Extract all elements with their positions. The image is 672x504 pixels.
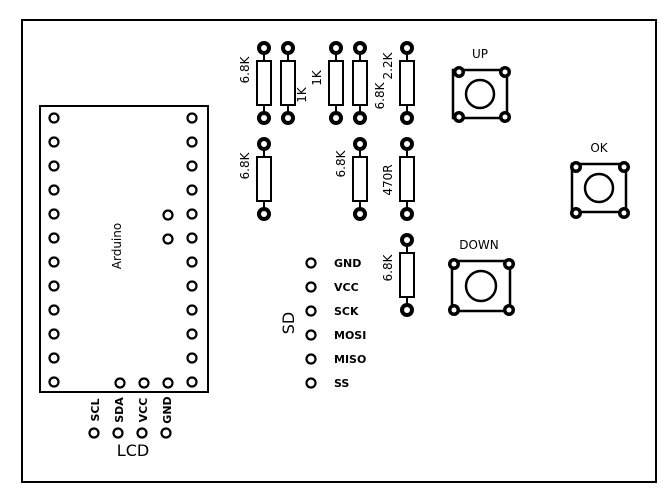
arduino-pin	[186, 304, 198, 316]
sd-pin-label-ss: SS	[334, 377, 349, 390]
sd-pin-label-gnd: GND	[334, 257, 361, 270]
resistor-r1: 6.8K	[238, 41, 272, 125]
arduino-pin	[162, 233, 174, 245]
sd-pin-label-sck: SCK	[334, 305, 359, 318]
resistor-r4: 6.8K	[352, 41, 387, 125]
lcd-pin-label-sda: SDA	[113, 397, 126, 423]
lcd-top-pins	[114, 377, 174, 389]
resistor-r9-value: 470R	[381, 164, 395, 195]
sd-pin-label-miso: MISO	[334, 353, 366, 366]
button-ok-label: OK	[590, 141, 608, 155]
arduino-pin	[48, 208, 60, 220]
lcd-top-pin	[162, 377, 174, 389]
arduino-pin	[186, 112, 198, 124]
sd-header: GND VCC SCK MOSI MISO SS SD	[279, 257, 366, 390]
sd-pin	[305, 377, 317, 389]
resistor-r7: 6.8K	[334, 137, 368, 221]
lcd-header: SCL SDA VCC GND LCD	[88, 377, 174, 460]
arduino-outline	[39, 105, 209, 393]
sd-pins	[305, 257, 317, 389]
button-down-label: DOWN	[459, 238, 499, 252]
resistor-r9: 470R	[381, 137, 415, 221]
resistor-r10: 6.8K	[381, 233, 415, 317]
arduino-pin	[48, 352, 60, 364]
sd-pin-label-mosi: MOSI	[334, 329, 366, 342]
sd-pin-label-vcc: VCC	[334, 281, 359, 294]
arduino-pin	[48, 160, 60, 172]
arduino-pin	[48, 376, 60, 388]
lcd-pin-label-vcc: VCC	[137, 398, 150, 423]
lcd-pin-label-gnd: GND	[161, 396, 174, 423]
button-ok: OK	[570, 141, 630, 219]
resistor-r1-value: 6.8K	[238, 55, 252, 83]
arduino-pin	[186, 136, 198, 148]
arduino-label: Arduino	[110, 223, 124, 269]
sd-pin	[305, 281, 317, 293]
resistor-r2: 1K	[280, 41, 309, 125]
arduino-pin	[186, 328, 198, 340]
arduino-pin	[186, 160, 198, 172]
resistor-r3-value: 1K	[310, 69, 324, 86]
arduino-pin	[186, 232, 198, 244]
resistor-r4-value: 6.8K	[373, 81, 387, 109]
resistor-r7-value: 6.8K	[334, 149, 348, 177]
arduino-pin	[48, 232, 60, 244]
resistor-r5-value: 2.2K	[381, 51, 395, 79]
lcd-top-pin	[138, 377, 150, 389]
lcd-pin	[160, 427, 172, 439]
button-down: DOWN	[448, 238, 515, 316]
resistor-r10-value: 6.8K	[381, 253, 395, 281]
arduino-pin	[48, 256, 60, 268]
arduino-pin	[186, 256, 198, 268]
arduino-pin	[48, 112, 60, 124]
arduino-module: Arduino	[39, 105, 209, 393]
arduino-pin	[48, 280, 60, 292]
arduino-pin	[186, 280, 198, 292]
button-up-label: UP	[472, 47, 488, 61]
resistor-r2-value: 1K	[295, 86, 309, 103]
arduino-pin	[48, 184, 60, 196]
sd-label: SD	[279, 312, 298, 334]
arduino-pin	[186, 208, 198, 220]
sd-pin	[305, 257, 317, 269]
arduino-pin	[48, 304, 60, 316]
sd-pin	[305, 329, 317, 341]
button-up: UP	[451, 47, 511, 123]
arduino-pin	[186, 352, 198, 364]
arduino-pin	[48, 328, 60, 340]
resistor-r6-value: 6.8K	[238, 151, 252, 179]
sd-pin	[305, 353, 317, 365]
arduino-pins	[48, 112, 198, 388]
lcd-pin	[136, 427, 148, 439]
resistor-r3: 1K	[310, 41, 344, 125]
arduino-pin	[186, 376, 198, 388]
lcd-bottom-pins	[88, 427, 172, 439]
arduino-pin	[186, 184, 198, 196]
resistor-r6: 6.8K	[238, 137, 272, 221]
lcd-top-pin	[114, 377, 126, 389]
arduino-pin	[162, 209, 174, 221]
lcd-pin	[88, 427, 100, 439]
lcd-pin	[112, 427, 124, 439]
sd-pin	[305, 305, 317, 317]
lcd-pin-label-scl: SCL	[89, 398, 102, 421]
resistor-r5: 2.2K	[381, 41, 415, 125]
lcd-label: LCD	[117, 441, 149, 460]
arduino-pin	[48, 136, 60, 148]
